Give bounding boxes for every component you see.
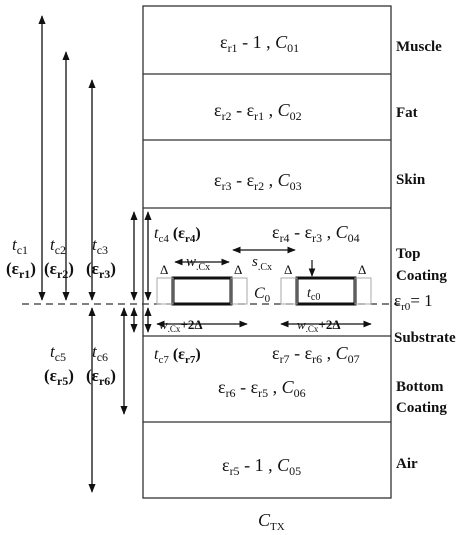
label-tc4: tc4 (εr4) [154, 225, 201, 245]
thickness-label-tc2: tc2 [50, 235, 66, 257]
label-bottom: Bottom [396, 379, 444, 395]
label-substrate: Substrate [394, 330, 456, 346]
label-skin: Skin [396, 172, 426, 188]
thickness-label-tc6: tc6 [92, 342, 108, 364]
layer-names: Muscle Fat Skin Top Coating Substrate Bo… [394, 39, 456, 472]
thickness-label-tc3: tc3 [92, 235, 108, 257]
layer-stack [142, 5, 392, 499]
label-eps0: εr0= 1 [394, 291, 433, 313]
label-wcx-2delta-right: w.Cx+2Δ [297, 317, 341, 334]
label-tc0: tc0 [307, 286, 320, 303]
delta-margin-4 [354, 277, 372, 305]
label-fat: Fat [396, 105, 418, 121]
dimension-arrows [156, 246, 372, 328]
thickness-eps-r6: (εr6) [86, 366, 116, 388]
equation-substrate: εr7 - εr6 , C07 [272, 343, 360, 366]
stack-outline [142, 5, 392, 499]
delta-margin-3 [280, 277, 298, 305]
delta-4: Δ [358, 262, 366, 277]
delta-2: Δ [234, 262, 242, 277]
label-scx: s.Cx [252, 254, 272, 273]
delta-margin-2 [230, 277, 248, 305]
equation-muscle: εr1 - 1 , C01 [220, 32, 299, 55]
layer-equations: εr1 - 1 , C01 εr2 - εr1 , C02 εr3 - εr2 , … [214, 32, 360, 478]
thickness-arrows [38, 15, 152, 493]
label-bottom-coating: Coating [396, 400, 447, 416]
equation-air: εr5 - 1 , C05 [222, 455, 301, 478]
equation-fat: εr2 - εr1 , C02 [214, 100, 302, 123]
thickness-eps-r3: (εr3) [86, 259, 116, 281]
equation-bottom-coating: εr6 - εr5 , C06 [218, 377, 306, 400]
thickness-eps-r2: (εr2) [44, 259, 74, 281]
thickness-label-tc1: tc1 [12, 235, 28, 257]
label-air: Air [396, 456, 418, 472]
label-muscle: Muscle [396, 39, 442, 55]
thickness-eps-r1: (εr1) [6, 259, 36, 281]
label-c0: C0 [254, 285, 271, 305]
electrodes [156, 276, 372, 306]
label-wcx: w.Cx [186, 254, 210, 273]
delta-1: Δ [160, 262, 168, 277]
delta-margin-1 [156, 277, 174, 305]
label-coating: Coating [396, 268, 447, 284]
label-top: Top [396, 246, 420, 262]
thickness-labels: tc1 (εr1) tc2 (εr2) tc3 (εr3) tc5 (εr5) tc6 (εr6) [6, 235, 116, 388]
caption-ctx: CTX [258, 510, 285, 533]
annotations: tc4 (εr4) tc7 (εr7) w.Cx s.Cx Δ Δ Δ Δ C0… [154, 225, 433, 366]
thickness-eps-r5: (εr5) [44, 366, 74, 388]
thickness-label-tc5: tc5 [50, 342, 66, 364]
delta-3: Δ [284, 262, 292, 277]
equation-top-coating: εr4 - εr3 , C04 [272, 222, 360, 245]
electrode-left [171, 276, 233, 306]
label-wcx-2delta-left: w.Cx+2Δ [159, 317, 203, 334]
equation-skin: εr3 - εr2 , C03 [214, 170, 302, 193]
label-tc7: tc7 (εr7) [154, 346, 201, 366]
electrode-right [295, 276, 357, 306]
